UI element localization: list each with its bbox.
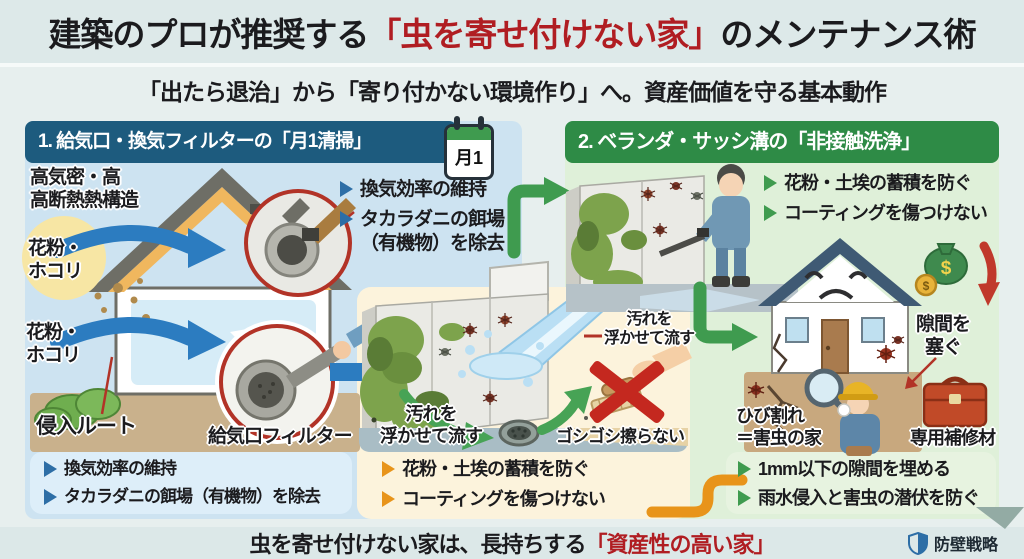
benefit-text: コーティングを傷つけない <box>784 203 988 223</box>
bullet-triangle-icon <box>44 461 57 477</box>
repair-material-label: 専用補修材 <box>910 428 996 448</box>
pollen-label-bottom: 花粉・ ホコリ <box>26 322 81 366</box>
crack-label: ひび割れ ＝害虫の家 <box>736 406 822 448</box>
benefit-item: コーティングを傷つけない <box>764 202 988 225</box>
section1-benefits-box <box>30 452 352 514</box>
title-band: 建築のプロが推奨する「虫を寄せ付けない家」のメンテナンス術 <box>0 0 1024 67</box>
benefit-text: 花粉・土埃の蓄積を防ぐ <box>402 459 590 479</box>
rinse-label-top: 汚れを 浮かせて流す <box>604 311 695 348</box>
bullet-triangle-icon <box>382 491 395 507</box>
repair-benefits-box <box>726 452 996 514</box>
footer-text-prefix: 虫を寄せ付けない家は、長持ちする <box>249 532 586 557</box>
benefit-text: 1mm以下の隙間を埋める <box>758 459 951 479</box>
benefit-text: 雨水侵入と害虫の潜伏を防ぐ <box>758 488 980 508</box>
bullet-triangle-icon <box>44 489 57 505</box>
benefit-text: コーティングを傷つけない <box>402 489 606 509</box>
bullet-triangle-icon <box>738 490 751 506</box>
gap-label: 隙間を 塞ぐ <box>916 314 971 358</box>
footer-text-highlight: 「資産性の高い家」 <box>585 532 776 557</box>
shield-icon <box>907 531 928 555</box>
brand-logo: 防壁戦略 <box>907 531 998 555</box>
intrusion-label: 侵入ルート <box>36 415 137 438</box>
page-title: 建築のプロが推奨する「虫を寄せ付けない家」のメンテナンス術 <box>48 8 976 56</box>
benefit-item: コーティングを傷つけない <box>382 488 606 511</box>
brand-name: 防壁戦略 <box>933 537 998 554</box>
no-scrub-label: ゴシゴシ擦らない <box>556 427 685 446</box>
benefit-text: 換気効率の維持 <box>64 459 177 478</box>
calendar-peg <box>454 116 460 130</box>
benefit-text: 花粉・土埃の蓄積を防ぐ <box>784 173 972 193</box>
bullet-triangle-icon <box>764 175 777 191</box>
structure-label: 高気密・高 高断熱熱構造 <box>30 167 139 211</box>
benefit-item: 雨水侵入と害虫の潜伏を防ぐ <box>738 487 980 510</box>
calendar-peg <box>478 116 484 130</box>
benefit-text: 換気効率の維持 <box>360 179 487 200</box>
bullet-triangle-icon <box>738 461 751 477</box>
title-highlight: 「虫を寄せ付けない家」 <box>368 15 721 53</box>
intake-filter-label: 給気口フィルター <box>208 426 353 447</box>
benefit-item: タカラダニの餌場（有機物）を除去 <box>44 486 321 507</box>
bullet-triangle-icon <box>382 461 395 477</box>
calendar-top-band <box>447 127 491 140</box>
subtitle: 「出たら退治」から「寄り付かない環境作り」へ。資産価値を守る基本動作 <box>138 79 887 105</box>
bullet-triangle-icon <box>340 181 353 197</box>
benefit-item: 1mm以下の隙間を埋める <box>738 458 951 481</box>
rinse-label-drain: 汚れを 浮かせて流す <box>380 404 483 446</box>
benefit-item: 換気効率の維持 <box>44 458 177 479</box>
benefit-item: タカラダニの餌場 （有機物）を除去 <box>340 208 505 256</box>
pollen-label-top: 花粉・ ホコリ <box>28 238 83 282</box>
benefit-text: タカラダニの餌場 （有機物）を除去 <box>360 209 505 254</box>
calendar-badge: 月1 <box>454 148 483 168</box>
section1-header: 1. 給気口・換気フィルターの「月1清掃」 <box>25 121 457 163</box>
title-prefix: 建築のプロが推奨する <box>48 15 369 53</box>
footer-band: 虫を寄せ付けない家は、長持ちする「資産性の高い家」 <box>0 527 1024 559</box>
bullet-triangle-icon <box>764 205 777 221</box>
bullet-triangle-icon <box>340 211 353 227</box>
title-suffix: のメンテナンス術 <box>720 15 976 53</box>
benefit-item: 花粉・土埃の蓄積を防ぐ <box>382 458 590 481</box>
section2-header: 2. ベランダ・サッシ溝の「非接触洗浄」 <box>565 121 999 163</box>
benefit-text: タカラダニの餌場（有機物）を除去 <box>64 487 321 506</box>
benefit-item: 花粉・土埃の蓄積を防ぐ <box>764 172 972 195</box>
monthly-calendar-icon: 月1 <box>444 116 494 182</box>
